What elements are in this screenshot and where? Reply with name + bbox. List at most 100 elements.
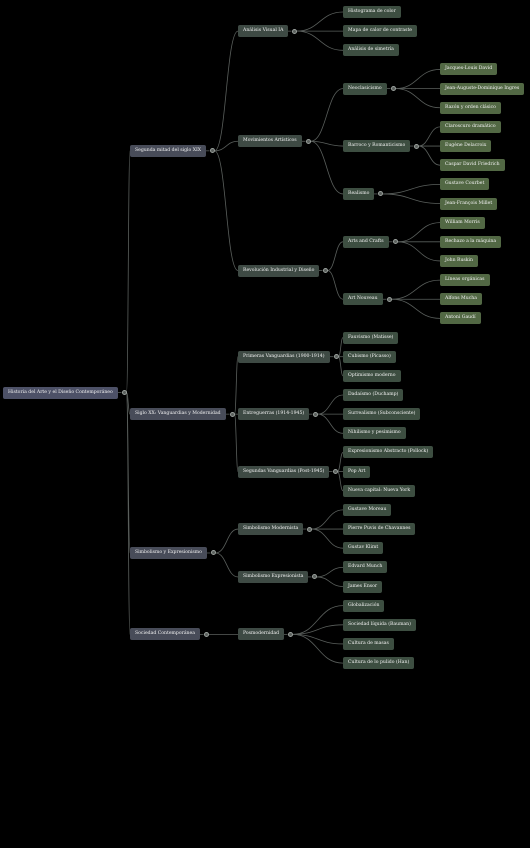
node-eugene-delacroix[interactable]: Eugène Delacroix xyxy=(440,140,492,153)
node-john-ruskin[interactable]: John Ruskin xyxy=(440,254,478,267)
node-expresionismo-abstracto-pollock[interactable]: Expresionismo Abstracto (Pollock) xyxy=(343,446,434,459)
node-label: Jean-François Millet xyxy=(445,200,493,206)
node-pierre-puvis-de-chavannes[interactable]: Pierre Puvis de Chavannes xyxy=(343,523,416,536)
node-analisis-visual-ia[interactable]: Análisis Visual IA xyxy=(238,25,289,38)
link-antoni-gaudi xyxy=(391,298,441,319)
collapse-toggle-simbolismo-y-expresionismo[interactable] xyxy=(210,550,216,556)
node-surrealismo-subconsciente[interactable]: Surrealismo (Subconsciente) xyxy=(343,408,421,421)
node-simbolismo-y-expresionismo[interactable]: Simbolismo y Expresionismo xyxy=(130,546,207,559)
link-globalizacion xyxy=(292,605,344,635)
node-label: Siglo XX: Vanguardias y Modernidad xyxy=(135,411,221,417)
node-realismo[interactable]: Realismo xyxy=(343,187,375,200)
node-segunda-mitad-del-siglo-xix[interactable]: Segunda mitad del siglo XIX xyxy=(130,144,207,157)
link-sociedad-liquida-bauman xyxy=(292,624,344,635)
node-arts-and-crafts[interactable]: Arts and Crafts xyxy=(343,235,389,248)
node-antoni-gaudi[interactable]: Antoni Gaudí xyxy=(440,312,481,325)
collapse-toggle-neoclasicismo[interactable] xyxy=(390,86,396,92)
node-claroscuro-dramatico[interactable]: Claroscuro dramático xyxy=(440,120,501,133)
node-jacques-louis-david[interactable]: Jacques-Louis David xyxy=(440,63,498,76)
node-jean-auguste-dominique-ingres[interactable]: Jean-Auguste-Dominique Ingres xyxy=(440,82,525,95)
collapse-toggle-entreguerras-1914-1945[interactable] xyxy=(312,411,318,417)
node-sociedad-contemporanea[interactable]: Sociedad Contemporánea xyxy=(130,628,200,641)
link-dadaismo-duchamp xyxy=(317,394,344,415)
node-sociedad-liquida-bauman[interactable]: Sociedad líquida (Bauman) xyxy=(343,618,416,631)
link-caspar-david-friedrich xyxy=(418,145,441,166)
node-simbolismo-modernista[interactable]: Simbolismo Modernista xyxy=(238,523,304,536)
collapse-toggle-arts-and-crafts[interactable] xyxy=(392,239,398,245)
collapse-toggle-sociedad-contemporanea[interactable] xyxy=(203,631,209,637)
node-siglo-xx-vanguardias-y-modernidad[interactable]: Siglo XX: Vanguardias y Modernidad xyxy=(130,408,226,421)
node-label: Dadaísmo (Duchamp) xyxy=(348,392,399,397)
node-label: Nihilismo y pesimismo xyxy=(348,430,401,436)
node-fauvismo-matisse[interactable]: Fauvismo (Matisse) xyxy=(343,331,399,344)
collapse-toggle-primeras-vanguardias-1900-1914[interactable] xyxy=(333,354,339,360)
node-primeras-vanguardias-1900-1914[interactable]: Primeras Vanguardias (1900-1914) xyxy=(238,350,330,363)
node-label: Líneas orgánicas xyxy=(445,277,485,283)
node-label: Expresionismo Abstracto (Pollock) xyxy=(348,449,429,455)
node-neoclasicismo[interactable]: Neoclasicismo xyxy=(343,82,387,95)
collapse-toggle-posmodernidad[interactable] xyxy=(287,631,293,637)
node-edvard-munch[interactable]: Edvard Munch xyxy=(343,561,388,574)
node-optimismo-moderno[interactable]: Optimismo moderno xyxy=(343,369,401,382)
collapse-toggle-simbolismo-modernista[interactable] xyxy=(306,526,312,532)
node-art-nouveau[interactable]: Art Nouveau xyxy=(343,293,383,306)
node-revolucion-industrial-y-diseno[interactable]: Revolución Industrial y Diseño xyxy=(238,264,320,277)
node-pop-art[interactable]: Pop Art xyxy=(343,465,371,478)
node-label: Gustav Klimt xyxy=(348,545,379,551)
node-caspar-david-friedrich[interactable]: Caspar David Friedrich xyxy=(440,159,505,172)
node-cubismo-picasso[interactable]: Cubismo (Picasso) xyxy=(343,350,396,363)
collapse-toggle-barroco-y-romanticismo[interactable] xyxy=(413,143,419,149)
node-label: Pop Art xyxy=(348,468,366,474)
node-gustave-courbet[interactable]: Gustave Courbet xyxy=(440,178,490,191)
link-nueva-capital-nueva-york xyxy=(337,471,344,492)
collapse-toggle-art-nouveau[interactable] xyxy=(386,296,392,302)
collapse-toggle-revolucion-industrial-y-diseno[interactable] xyxy=(322,268,328,274)
collapse-toggle-simbolismo-expresionista[interactable] xyxy=(311,574,317,580)
node-william-morris[interactable]: William Morris xyxy=(440,216,485,229)
node-rechazo-a-la-maquina[interactable]: Rechazo a la máquina xyxy=(440,235,502,248)
node-cultura-de-masas[interactable]: Cultura de masas xyxy=(343,637,394,650)
node-simbolismo-expresionista[interactable]: Simbolismo Expresionista xyxy=(238,570,309,583)
node-label: Movimientos Artísticos xyxy=(243,138,297,144)
collapse-toggle-movimientos-artisticos[interactable] xyxy=(305,138,311,144)
node-label: Antoni Gaudí xyxy=(445,315,476,321)
node-label: Neoclasicismo xyxy=(348,85,382,91)
node-mapa-de-calor-de-contraste[interactable]: Mapa de calor de contraste xyxy=(343,25,418,38)
collapse-toggle-siglo-xx-vanguardias-y-modernidad[interactable] xyxy=(229,411,235,417)
link-lineas-organicas xyxy=(391,279,441,300)
node-nueva-capital-nueva-york[interactable]: Nueva capital: Nueva York xyxy=(343,484,416,497)
node-alfons-mucha[interactable]: Alfons Mucha xyxy=(440,293,482,306)
node-barroco-y-romanticismo[interactable]: Barroco y Romanticismo xyxy=(343,140,411,153)
node-jean-francois-millet[interactable]: Jean-François Millet xyxy=(440,197,498,210)
node-label: Sociedad líquida (Bauman) xyxy=(348,621,411,627)
node-entreguerras-1914-1945[interactable]: Entreguerras (1914-1945) xyxy=(238,408,310,421)
collapse-toggle-analisis-visual-ia[interactable] xyxy=(291,28,297,34)
node-movimientos-artisticos[interactable]: Movimientos Artísticos xyxy=(238,135,302,148)
node-label: Sociedad Contemporánea xyxy=(135,631,195,637)
node-james-ensor[interactable]: James Ensor xyxy=(343,580,383,593)
link-edvard-munch xyxy=(316,566,344,578)
node-lineas-organicas[interactable]: Líneas orgánicas xyxy=(440,274,490,287)
node-analisis-de-simetria[interactable]: Análisis de simetría xyxy=(343,44,399,57)
node-gustave-moreau[interactable]: Gustave Moreau xyxy=(343,503,392,516)
node-cultura-de-lo-pulido-han[interactable]: Cultura de lo pulido (Han) xyxy=(343,657,415,670)
node-razon-y-orden-clasico[interactable]: Razón y orden clásico xyxy=(440,101,501,114)
node-label: Fauvismo (Matisse) xyxy=(348,334,394,340)
collapse-toggle-historia-del-arte-y-el-diseno-contemporaneo[interactable] xyxy=(121,390,127,396)
node-segundas-vanguardias-post-1945[interactable]: Segundas Vanguardias (Post-1945) xyxy=(238,465,330,478)
node-label: Pierre Puvis de Chavannes xyxy=(348,526,411,532)
collapse-toggle-segundas-vanguardias-post-1945[interactable] xyxy=(332,469,338,475)
link-revolucion-industrial-y-diseno xyxy=(214,150,239,271)
node-label: Globalización xyxy=(348,602,380,608)
node-historia-del-arte-y-el-diseno-contemporaneo[interactable]: Historia del Arte y el Diseño Contemporá… xyxy=(3,386,118,399)
node-dadaismo-duchamp[interactable]: Dadaísmo (Duchamp) xyxy=(343,389,404,401)
node-histograma-de-color[interactable]: Histograma de color xyxy=(343,6,401,18)
collapse-toggle-segunda-mitad-del-siglo-xix[interactable] xyxy=(209,148,215,154)
node-label: Primeras Vanguardias (1900-1914) xyxy=(243,353,325,359)
node-nihilismo-y-pesimismo[interactable]: Nihilismo y pesimismo xyxy=(343,427,406,440)
node-posmodernidad[interactable]: Posmodernidad xyxy=(238,628,285,641)
link-arts-and-crafts xyxy=(327,241,344,271)
node-gustav-klimt[interactable]: Gustav Klimt xyxy=(343,542,384,555)
node-globalizacion[interactable]: Globalización xyxy=(343,599,385,612)
collapse-toggle-realismo[interactable] xyxy=(377,191,383,197)
